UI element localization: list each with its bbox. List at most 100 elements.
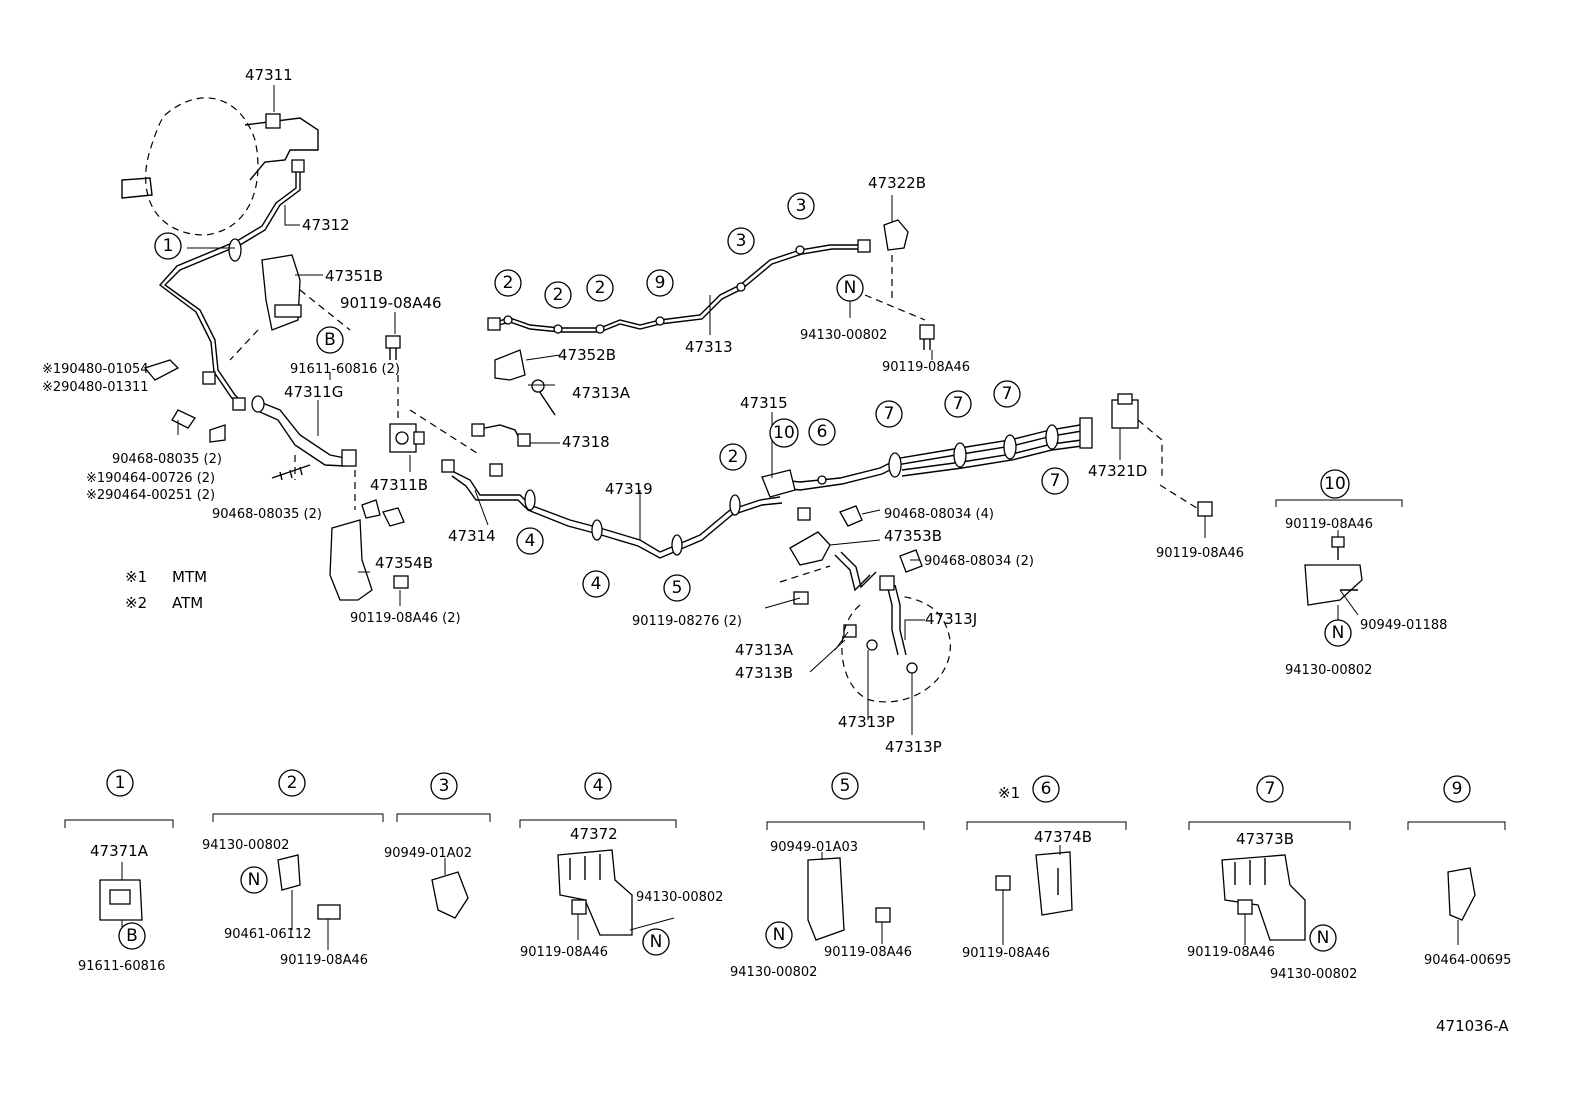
- label-47311: 47311: [245, 66, 293, 84]
- svg-text:9: 9: [655, 273, 666, 293]
- detail-6-part-1: 47374B: [1034, 828, 1092, 846]
- svg-text:4: 4: [591, 574, 602, 594]
- svg-text:5: 5: [672, 578, 683, 598]
- svg-text:7: 7: [953, 394, 964, 414]
- bracket-47354B: [329, 519, 409, 601]
- detail-4-number: 4: [584, 772, 612, 800]
- detail-9-part-1: 90464-00695: [1424, 953, 1511, 968]
- callout-1: 1: [154, 232, 182, 260]
- note-1-text: MTM: [172, 568, 207, 586]
- detail-7-clamp-47373B: [1221, 854, 1306, 945]
- detail-10-bracket: [1275, 499, 1403, 606]
- label-47315: 47315: [740, 394, 788, 412]
- callout-2: 2: [544, 281, 572, 309]
- detail-1-part-1: 47371A: [90, 842, 149, 860]
- brake-pipe-47313: [487, 239, 871, 334]
- svg-text:N: N: [1332, 623, 1345, 643]
- detail-7-mark-N: N: [1309, 924, 1337, 952]
- detail-5-clamp: [807, 852, 891, 944]
- callout-4: 4: [582, 570, 610, 598]
- clip-parts-left: [143, 359, 311, 481]
- svg-text:2: 2: [503, 273, 514, 293]
- label-94130-00802-a: 94130-00802: [800, 328, 887, 343]
- svg-text:7: 7: [1050, 471, 1061, 491]
- clip-parts-center-right: [839, 505, 923, 573]
- part-labels: 47311 47312 47351B 90119-08A46 91611-608…: [42, 66, 1509, 1035]
- label-90119-08276: 90119-08276 (2): [632, 614, 742, 629]
- callout-3: 3: [727, 227, 755, 255]
- three-way-47321D: [1111, 393, 1213, 517]
- label-91611-60816: 91611-60816 (2): [290, 362, 400, 377]
- label-47313P-a: 47313P: [838, 713, 895, 731]
- detail-6-prefix: ※1: [998, 784, 1020, 802]
- callout-7: 7: [875, 400, 903, 428]
- svg-text:9: 9: [1452, 779, 1463, 799]
- note-1-mark: ※1: [125, 568, 147, 586]
- detail-labels: 47371A 91611-60816 94130-00802 90461-061…: [78, 784, 1511, 982]
- callout-N: N: [836, 274, 864, 302]
- label-90468-08035-b: 90468-08035 (2): [212, 507, 322, 522]
- svg-text:7: 7: [1265, 779, 1276, 799]
- label-47311G: 47311G: [284, 383, 343, 401]
- svg-text:6: 6: [1041, 779, 1052, 799]
- detail-2-number: 2: [278, 769, 306, 797]
- label-47313: 47313: [685, 338, 733, 356]
- label-90468-08034-4: 90468-08034 (4): [884, 507, 994, 522]
- brake-pipe-47315: [761, 417, 1093, 521]
- detail-5-number: 5: [831, 772, 859, 800]
- detail-4-part-3: 90119-08A46: [520, 945, 608, 960]
- detail-1-number: 1: [106, 769, 134, 797]
- detail-4-part-2: 94130-00802: [636, 890, 723, 905]
- svg-text:B: B: [324, 330, 336, 350]
- label-90480-01054: ※190480-01054: [42, 362, 149, 377]
- svg-text:N: N: [248, 870, 261, 890]
- detail-1-mark-B: B: [118, 922, 146, 950]
- detail-2-part-2: 90461-06112: [224, 927, 311, 942]
- callout-6: 6: [808, 418, 836, 446]
- callout-2: 2: [586, 274, 614, 302]
- detail-2-part-3: 90119-08A46: [280, 953, 368, 968]
- detail-2-part-1: 94130-00802: [202, 838, 289, 853]
- svg-text:1: 1: [163, 236, 174, 256]
- svg-text:3: 3: [439, 776, 450, 796]
- label-90119-08A46: 90119-08A46: [340, 294, 442, 312]
- callout-9: 9: [646, 269, 674, 297]
- svg-text:4: 4: [525, 531, 536, 551]
- detail-6-clamp-47374B: [995, 845, 1073, 945]
- detail-4-part-1: 47372: [570, 825, 618, 843]
- bracket-47352B: [494, 349, 556, 416]
- label-90464-00726: ※190464-00726 (2): [86, 471, 215, 486]
- union-47311B: [354, 335, 481, 510]
- svg-text:N: N: [1317, 928, 1330, 948]
- label-47322B: 47322B: [868, 174, 926, 192]
- svg-text:2: 2: [553, 285, 564, 305]
- svg-text:10: 10: [773, 423, 795, 443]
- callout-circles: 1 2 2 2 9 3 3 N B 10 6 7 7 7 7 2 4 4 5 1…: [106, 192, 1471, 956]
- bracket-47322B: [864, 219, 935, 350]
- label-90468-08035-a: 90468-08035 (2): [112, 452, 222, 467]
- label-47313A-a: 47313A: [572, 384, 631, 402]
- svg-text:2: 2: [595, 278, 606, 298]
- callout-10: 10: [769, 418, 799, 448]
- svg-text:7: 7: [1002, 384, 1013, 404]
- svg-text:6: 6: [817, 422, 828, 442]
- label-47319: 47319: [605, 480, 653, 498]
- callout-5: 5: [663, 574, 691, 602]
- label-90119-08A46-b: 90119-08A46: [882, 360, 970, 375]
- detail-7-part-2: 90119-08A46: [1187, 945, 1275, 960]
- label-47313B: 47313B: [735, 664, 793, 682]
- detail-9-clip: [1447, 867, 1476, 945]
- label-94130-00802-b: 94130-00802: [1285, 663, 1372, 678]
- svg-text:3: 3: [736, 231, 747, 251]
- detail-4-mark-N: N: [642, 928, 670, 956]
- label-90480-01311: ※290480-01311: [42, 380, 149, 395]
- detail-5-part-1: 90949-01A03: [770, 840, 858, 855]
- svg-text:10: 10: [1324, 474, 1346, 494]
- detail-2-mark-N: N: [240, 866, 268, 894]
- label-47351B: 47351B: [325, 267, 383, 285]
- diagram-id: 471036-A: [1436, 1017, 1509, 1035]
- label-47313A-b: 47313A: [735, 641, 794, 659]
- brake-pipe-47318: [471, 423, 531, 447]
- callout-3: 3: [787, 192, 815, 220]
- callout-7: 7: [993, 380, 1021, 408]
